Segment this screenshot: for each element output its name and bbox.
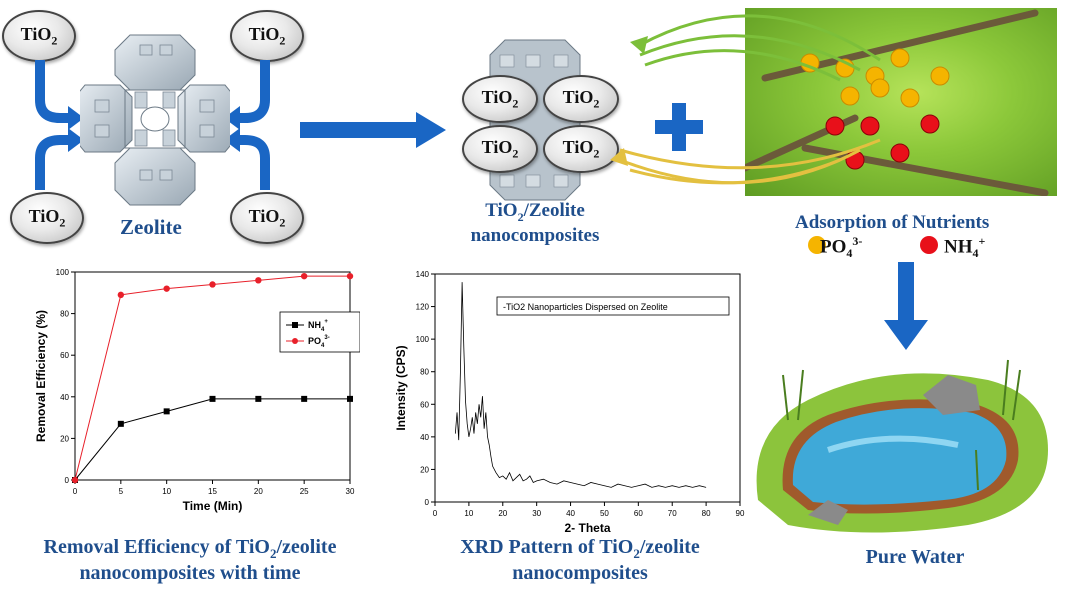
x-tick-label: 60 xyxy=(634,509,643,518)
legend-box xyxy=(279,311,360,353)
x-tick-label: 0 xyxy=(73,487,78,496)
pure-water-pond-icon xyxy=(756,359,1048,533)
nutrient-legend: PO43- NH4+ xyxy=(808,234,1048,260)
composite-tio2-1: TiO2 xyxy=(462,75,538,123)
tio2-text: TiO2 xyxy=(248,205,286,230)
y-tick-label: 20 xyxy=(60,434,69,443)
tio2-text: TiO2 xyxy=(562,86,600,111)
zeolite-structure-icon xyxy=(80,34,230,206)
x-tick-label: 80 xyxy=(702,509,711,518)
series-line xyxy=(74,398,350,481)
y-axis-label: Intensity (CPS) xyxy=(394,345,408,430)
x-tick-label: 30 xyxy=(346,487,355,496)
xrd-pattern-chart: 0 10 20 30 40 50 60 70 80 90 0 20 40 60 80 100 120 140 2- … xyxy=(394,270,745,535)
x-tick-label: 90 xyxy=(736,509,745,518)
legend-box xyxy=(496,296,730,316)
legend-label: PO43- xyxy=(308,335,330,349)
plot-frame xyxy=(74,271,351,481)
x-tick-label: 20 xyxy=(498,509,507,518)
y-tick-label: 0 xyxy=(425,498,430,507)
legend-marker xyxy=(292,322,298,328)
y-tick-label: 100 xyxy=(416,335,430,344)
y-tick-label: 0 xyxy=(65,476,70,485)
composite-tio2-4: TiO2 xyxy=(543,125,619,173)
data-point-square xyxy=(301,395,308,402)
xrd-caption: XRD Pattern of TiO2/zeolite nanocomposit… xyxy=(460,536,700,584)
data-point-square xyxy=(347,395,353,402)
y-tick-label: 120 xyxy=(416,303,430,312)
x-tick-label: 50 xyxy=(600,509,609,518)
data-point-circle xyxy=(255,277,262,284)
y-tick-label: 40 xyxy=(420,433,429,442)
y-tick-label: 100 xyxy=(56,268,70,277)
nh4-dot xyxy=(920,236,938,254)
y-tick-label: 60 xyxy=(60,351,69,360)
data-point-circle xyxy=(346,272,354,280)
plot-frame xyxy=(434,273,741,503)
data-point-circle xyxy=(163,285,170,292)
tio2-text: TiO2 xyxy=(481,86,519,111)
x-tick-label: 10 xyxy=(464,509,473,518)
y-tick-label: 140 xyxy=(416,270,430,279)
x-tick-label: 25 xyxy=(300,487,309,496)
data-point-square xyxy=(209,395,216,402)
legend-label: -TiO2 Nanoparticles Dispersed on Zeolite xyxy=(503,302,668,312)
x-tick-label: 40 xyxy=(566,509,575,518)
x-axis-label: 2- Theta xyxy=(564,521,610,535)
tio2-oval-top-left: TiO2 xyxy=(2,10,76,62)
data-point-circle xyxy=(117,291,125,299)
tio2-text: TiO2 xyxy=(562,136,600,161)
composite-tio2-3: TiO2 xyxy=(462,125,538,173)
data-point-square xyxy=(163,408,170,415)
series-line xyxy=(74,275,350,481)
legend-marker xyxy=(292,338,298,344)
x-tick-label: 30 xyxy=(532,509,541,518)
x-tick-label: 0 xyxy=(433,509,438,518)
composite-caption: TiO2/Zeolite nanocomposites xyxy=(470,200,600,246)
adsorption-title: Adsorption of Nutrients xyxy=(795,212,990,233)
zeolite-label: Zeolite xyxy=(120,215,182,239)
x-axis-label: Time (Min) xyxy=(183,499,243,513)
right-arrow-icon xyxy=(300,112,446,148)
nh4-label: NH4+ xyxy=(944,234,986,261)
y-tick-label: 80 xyxy=(420,368,429,377)
pond-icon xyxy=(745,8,1057,196)
x-tick-label: 5 xyxy=(119,487,124,496)
data-point-circle xyxy=(209,281,216,288)
transfer-arrows xyxy=(610,14,881,185)
series-line xyxy=(454,282,707,488)
tio2-oval-bottom-left: TiO2 xyxy=(10,192,84,244)
down-arrow-icon xyxy=(884,262,928,350)
y-tick-label: 20 xyxy=(420,465,429,474)
x-tick-label: 10 xyxy=(162,487,171,496)
pure-water-caption: Pure Water xyxy=(865,546,965,568)
removal-caption: Removal Efficiency of TiO2/zeolite nanoc… xyxy=(43,536,337,584)
tio2-oval-bottom-right: TiO2 xyxy=(230,192,304,244)
x-tick-label: 15 xyxy=(208,487,217,496)
tio2-text: TiO2 xyxy=(28,205,66,230)
blue-curved-arrows xyxy=(35,60,270,190)
y-tick-label: 80 xyxy=(60,310,69,319)
tio2-text: TiO2 xyxy=(481,136,519,161)
y-tick-label: 60 xyxy=(420,400,429,409)
data-point-circle xyxy=(300,272,308,280)
data-point-circle xyxy=(71,476,79,484)
y-axis-label: Removal Efficiency (%) xyxy=(34,310,48,442)
tio2-text: TiO2 xyxy=(248,23,286,48)
po4-label: PO43- xyxy=(820,234,863,261)
x-tick-label: 70 xyxy=(668,509,677,518)
y-tick-label: 40 xyxy=(60,393,69,402)
data-point-square xyxy=(255,395,262,402)
x-tick-label: 20 xyxy=(254,487,263,496)
po4-dot xyxy=(808,236,826,254)
plus-icon xyxy=(655,103,703,151)
data-point-square xyxy=(117,420,124,427)
tio2-text: TiO2 xyxy=(20,23,58,48)
legend-label: NH4+ xyxy=(308,319,328,333)
composite-tio2-2: TiO2 xyxy=(543,75,619,123)
